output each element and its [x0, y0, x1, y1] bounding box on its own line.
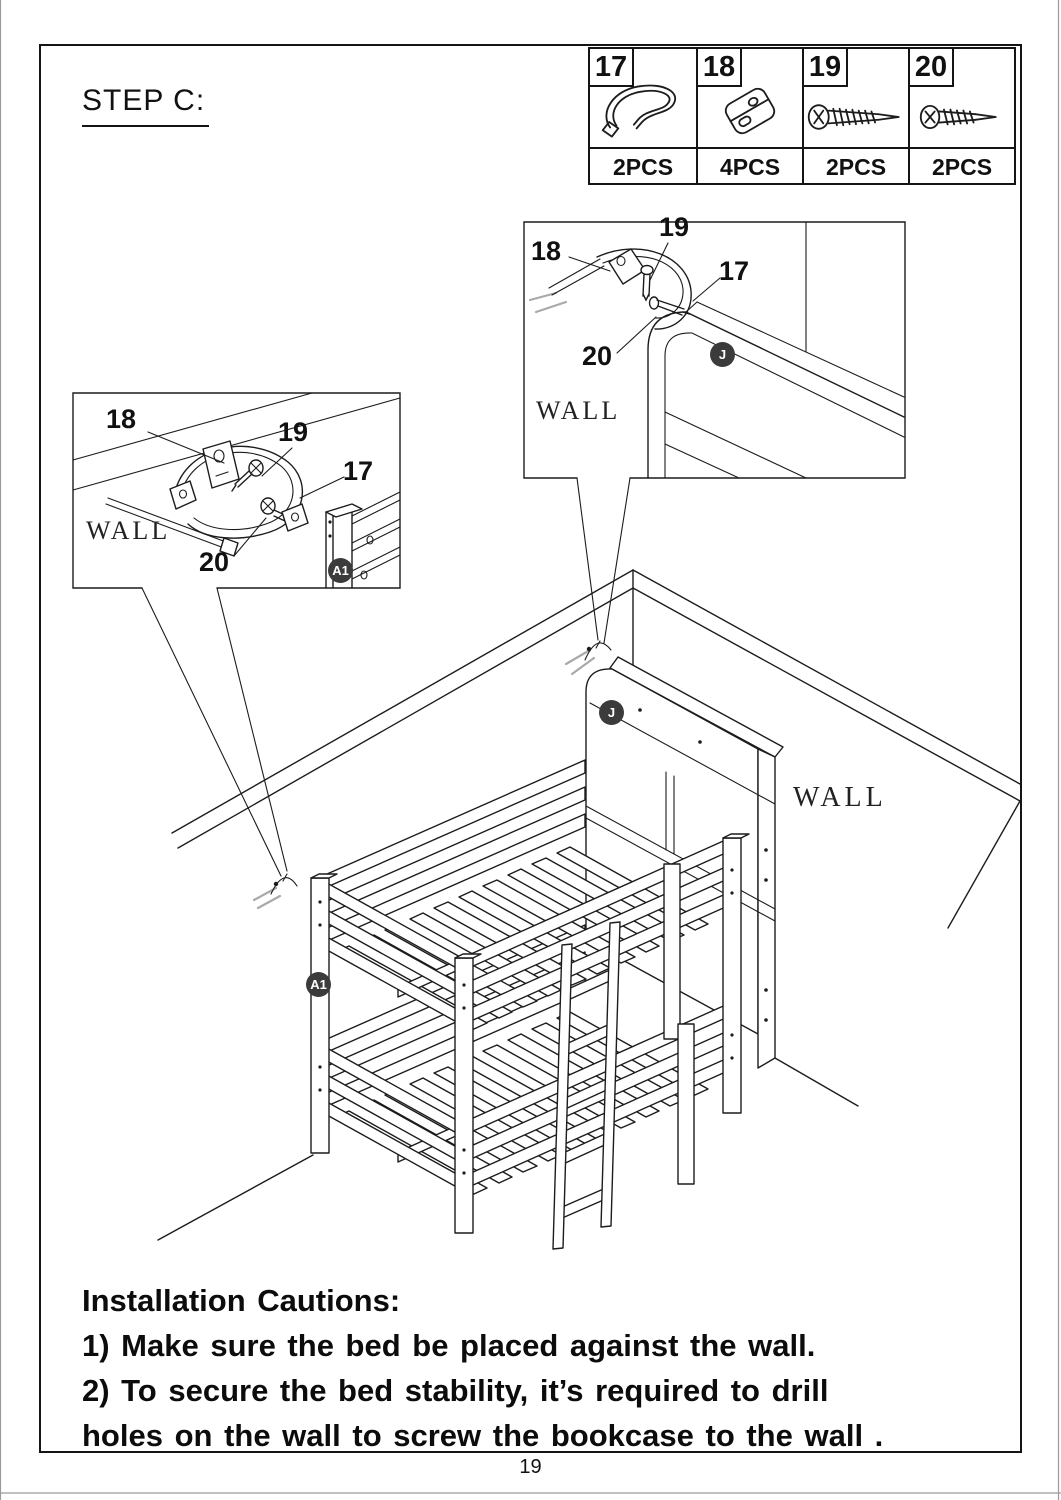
- long-screw-icon: [807, 104, 900, 130]
- part-qty: 4PCS: [696, 147, 802, 185]
- screw-19-part: [640, 264, 654, 276]
- part-cell-18: 18: [696, 49, 802, 147]
- cautions-line-1: 1) Make sure the bed be placed against t…: [82, 1328, 816, 1363]
- label-20: 20: [199, 547, 230, 577]
- bunk-bed: [310, 759, 750, 1250]
- room-walls: [157, 569, 1021, 1241]
- wall-bracket-on-bookcase: [564, 640, 612, 676]
- callout-left-leaders: [147, 431, 345, 557]
- part-number: 17: [590, 49, 634, 87]
- short-screw-icon: [919, 104, 997, 130]
- label-17: 17: [343, 456, 374, 486]
- wall-label-right-callout: WALL: [536, 396, 621, 425]
- installation-cautions: Installation Cautions: 1) Make sure the …: [82, 1278, 1042, 1458]
- part-qty: 2PCS: [802, 147, 908, 185]
- label-19: 19: [659, 212, 690, 242]
- wall-clip-part: [202, 440, 240, 489]
- bed-posts: [310, 833, 750, 1234]
- badge-j-main: J: [599, 700, 624, 725]
- part-cell-17: 17: [590, 49, 696, 147]
- page-border: [39, 44, 1022, 1453]
- callout-right-bookcase-corner: [647, 301, 905, 479]
- wall-label-main: WALL: [793, 782, 887, 813]
- parts-table: 17 18 19 20: [588, 47, 1016, 185]
- part-number: 20: [910, 49, 954, 87]
- label-18: 18: [106, 404, 137, 434]
- wall-clip-part: [608, 248, 646, 285]
- callout-pointer-lines: [141, 477, 631, 877]
- wall-clip-icon: [724, 87, 776, 135]
- wall-label-left-callout: WALL: [86, 516, 171, 545]
- callout-left-box: [72, 392, 401, 589]
- step-title: STEP C:: [82, 84, 210, 127]
- label-19: 19: [278, 417, 309, 447]
- part-qty: 2PCS: [908, 147, 1014, 185]
- callout-right-box: [523, 221, 906, 479]
- label-17: 17: [719, 256, 750, 286]
- badge-a1-main: A1: [306, 972, 331, 997]
- badge-j-callout: J: [710, 342, 735, 367]
- cautions-line-3: holes on the wall to screw the bookcase …: [82, 1418, 884, 1453]
- part-qty: 2PCS: [590, 147, 696, 185]
- badge-a1-callout: A1: [328, 558, 353, 583]
- callout-right-leaders: [568, 242, 721, 354]
- wall-bracket-on-post: [252, 873, 298, 910]
- label-20: 20: [582, 341, 613, 371]
- part-cell-19: 19: [802, 49, 908, 147]
- label-18: 18: [531, 236, 562, 266]
- callout-left-bracket: [105, 440, 309, 557]
- ladder: [552, 921, 621, 1250]
- cautions-line-2: 2) To secure the bed stability, it’s req…: [82, 1373, 829, 1408]
- part-number: 18: [698, 49, 742, 87]
- page-number: 19: [519, 1456, 542, 1478]
- cautions-title: Installation Cautions:: [82, 1283, 401, 1318]
- part-cell-20: 20: [908, 49, 1014, 147]
- callout-right-bracket: [528, 248, 692, 330]
- cable-tie-icon: [601, 84, 676, 138]
- part-number: 19: [804, 49, 848, 87]
- screw-20-part: [648, 296, 660, 310]
